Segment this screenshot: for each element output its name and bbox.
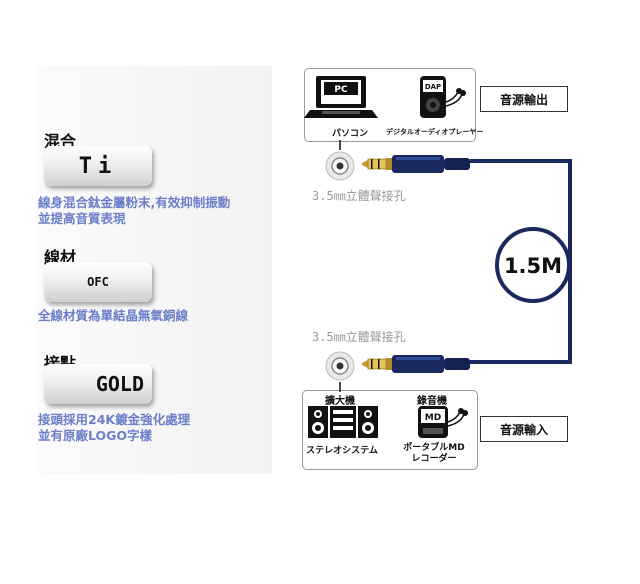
- feature-desc-contact: 接頭採用24K鍍金強化處理 並有原廠LOGO字樣: [38, 412, 190, 444]
- feature-desc-contact-line-1: 接頭採用24K鍍金強化處理: [38, 412, 191, 427]
- feature-pill-ti: Ti: [44, 146, 152, 186]
- feature-desc-mix-line-1: 線身混合鈦金屬粉末,有效抑制振動: [38, 195, 231, 210]
- dap-screen-text: DAP: [425, 83, 441, 91]
- laptop-icon: PC: [304, 76, 378, 118]
- source-output-tag: 音源輸出: [480, 86, 568, 112]
- pc-screen-text: PC: [334, 85, 348, 95]
- rec-caption: ポータブルMD レコーダー: [394, 443, 474, 465]
- rec-caption-line-1: ポータブルMD: [403, 443, 465, 453]
- rec-title: 錄音機: [417, 396, 447, 407]
- feature-desc-contact-line-2: 並有原廠LOGO字樣: [38, 428, 153, 443]
- top-plug-icon: [362, 155, 470, 173]
- amp-title: 擴大機: [325, 396, 355, 407]
- feature-pill-ofc: OFC: [44, 262, 152, 302]
- md-recorder-icon: MD: [418, 406, 468, 438]
- feature-desc-mix: 線身混合鈦金屬粉末,有效抑制振動 並提高音質表現: [38, 195, 230, 227]
- dap-caption: デジタルオーディオプレーヤー: [386, 128, 484, 136]
- md-screen-text: MD: [425, 413, 441, 423]
- bottom-jack-socket: [325, 351, 355, 381]
- feature-desc-mix-line-2: 並提高音質表現: [38, 211, 126, 226]
- dap-icon: DAP: [420, 76, 466, 118]
- destination-input-tag: 音源輸入: [480, 416, 568, 442]
- feature-pill-gold: GOLD: [44, 364, 152, 404]
- bottom-plug-icon: [362, 355, 470, 373]
- rec-caption-line-2: レコーダー: [411, 454, 457, 464]
- amp-caption: ステレオシステム: [306, 446, 378, 456]
- stereo-system-icon: [308, 406, 378, 438]
- jack-bottom-label: 3.5㎜立體聲接孔: [312, 330, 406, 344]
- jack-top-label: 3.5㎜立體聲接孔: [312, 189, 406, 203]
- cable-length-text: 1.5M: [504, 254, 562, 278]
- cable-length-badge: 1.5M: [495, 227, 571, 303]
- top-jack-socket: [325, 151, 355, 181]
- feature-desc-wire: 全線材質為單結晶無氧銅線: [38, 308, 188, 324]
- pc-caption: パソコン: [331, 129, 368, 139]
- feature-desc-wire-line-1: 全線材質為單結晶無氧銅線: [38, 308, 189, 323]
